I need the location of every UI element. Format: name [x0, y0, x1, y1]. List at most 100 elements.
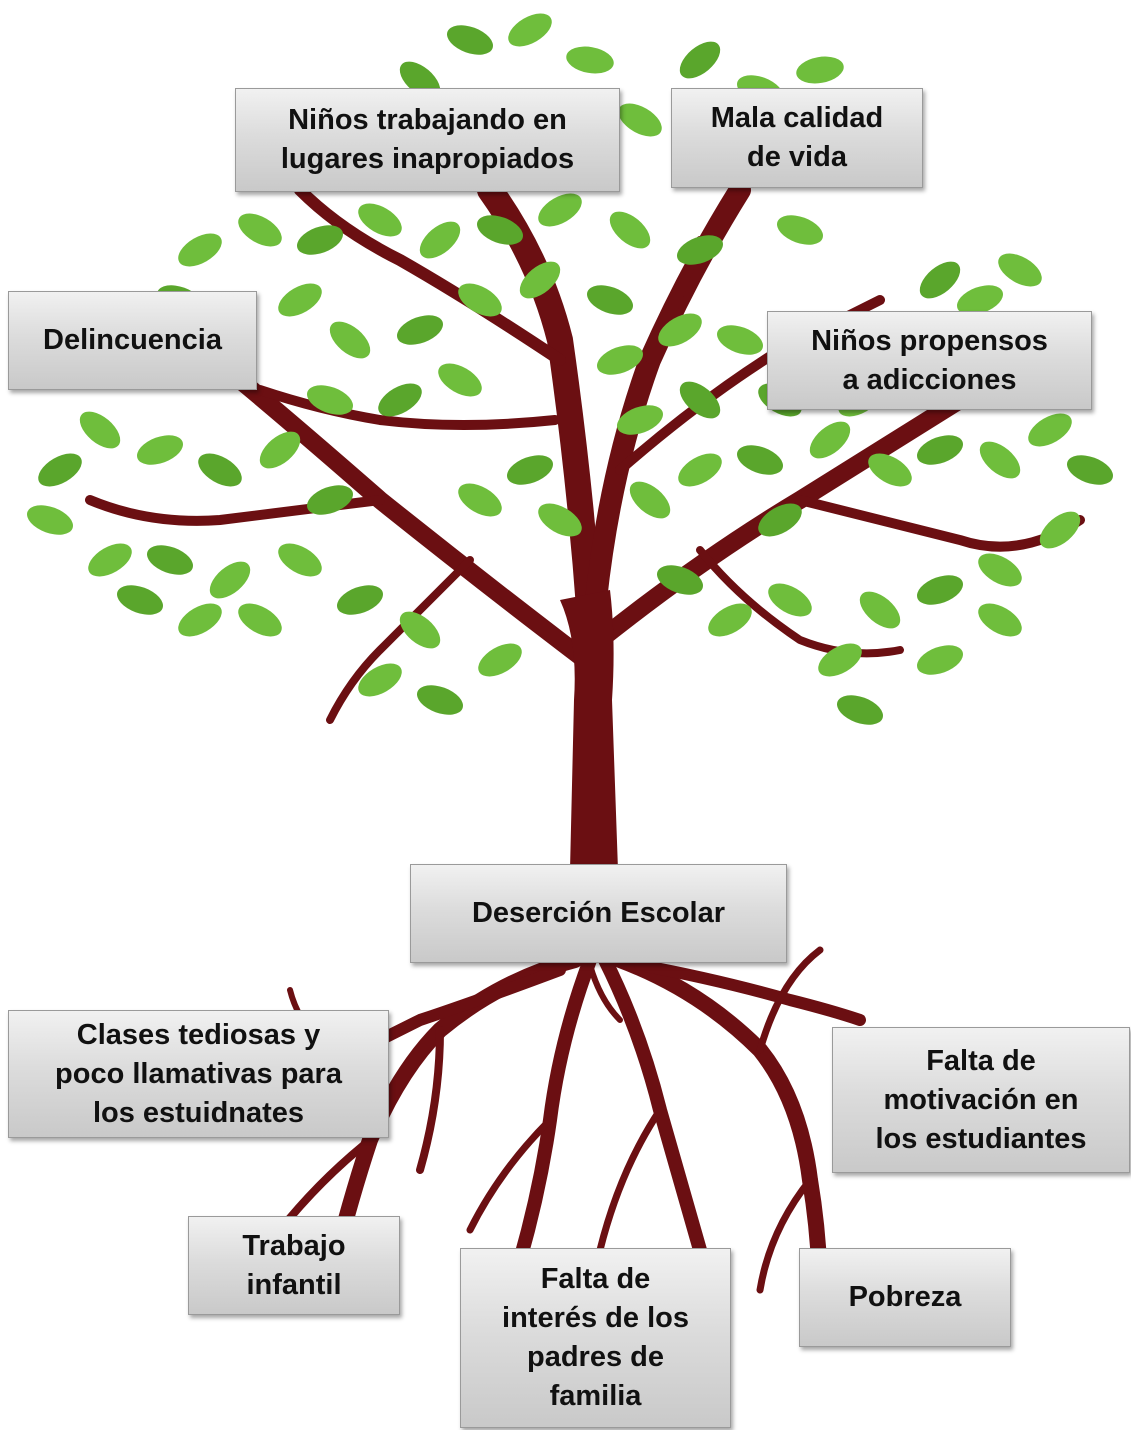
leaf — [147, 545, 193, 575]
leaf — [796, 56, 844, 84]
leaf — [677, 235, 723, 265]
leaf — [538, 503, 582, 537]
leaf — [458, 483, 502, 517]
root-4 — [612, 952, 828, 1308]
leaf — [329, 321, 371, 359]
leaf — [566, 46, 614, 74]
leaf — [259, 431, 301, 469]
leaf — [458, 283, 502, 317]
leaf — [198, 453, 242, 487]
branch-9 — [795, 495, 1085, 552]
leaf — [737, 445, 783, 475]
leaf — [137, 435, 183, 465]
leaf — [979, 441, 1021, 479]
leaf — [238, 603, 282, 637]
leaf — [358, 663, 402, 697]
leaf — [618, 103, 662, 137]
leaf — [447, 25, 493, 55]
effect-child-labor-places: Niños trabajando en lugares inapropiados — [235, 88, 620, 192]
root-11 — [756, 1176, 814, 1294]
leaf — [278, 543, 322, 577]
leaf — [278, 283, 322, 317]
cause-boring-classes: Clases tediosas y poco llamativas para l… — [8, 1010, 389, 1138]
leaf — [38, 453, 82, 487]
tree-roots — [276, 946, 866, 1308]
branch-6 — [255, 385, 560, 430]
leaf — [818, 643, 862, 677]
leaf — [399, 611, 441, 649]
leaf — [417, 685, 463, 715]
leaf — [919, 261, 961, 299]
leaf — [337, 585, 383, 615]
leaf — [508, 13, 552, 47]
leaf — [178, 603, 222, 637]
leaf — [717, 325, 763, 355]
leaf — [998, 253, 1042, 287]
root-12 — [466, 1116, 554, 1234]
leaf — [307, 485, 353, 515]
leaf — [297, 225, 343, 255]
leaf — [1067, 455, 1113, 485]
leaf — [957, 285, 1003, 315]
leaf — [708, 603, 752, 637]
leaf — [597, 345, 643, 375]
leaf — [768, 583, 812, 617]
root-10 — [756, 946, 824, 1054]
root-2 — [513, 953, 597, 1267]
leaf — [79, 411, 121, 449]
leaf — [478, 643, 522, 677]
tree-trunk — [560, 590, 618, 870]
root-9 — [596, 1106, 664, 1254]
leaf — [307, 385, 353, 415]
leaf — [358, 203, 402, 237]
leaf — [209, 561, 251, 599]
branch-5 — [294, 184, 566, 366]
cause-child-labor: Trabajo infantil — [188, 1216, 400, 1315]
branch-3 — [231, 371, 594, 669]
leaf — [88, 543, 132, 577]
leaf — [917, 645, 963, 675]
leaf — [519, 261, 561, 299]
cause-lack-of-motivation: Falta de motivación en los estudiantes — [832, 1027, 1130, 1173]
leaf — [837, 695, 883, 725]
effect-addiction-prone: Niños propensos a adicciones — [767, 311, 1092, 410]
leaf — [477, 215, 523, 245]
leaf — [238, 213, 282, 247]
leaf — [117, 585, 163, 615]
cause-poverty: Pobreza — [799, 1248, 1011, 1347]
leaf — [1028, 413, 1072, 447]
leaf — [27, 505, 73, 535]
leaf — [917, 435, 963, 465]
leaf — [419, 221, 461, 259]
leaf — [679, 41, 721, 79]
leaf — [629, 481, 671, 519]
leaf — [809, 421, 851, 459]
leaf — [679, 381, 721, 419]
leaf — [658, 313, 702, 347]
leaf — [868, 453, 912, 487]
central-problem-dropout: Deserción Escolar — [410, 864, 787, 963]
leaf — [758, 503, 802, 537]
leaf — [587, 285, 633, 315]
leaf — [1039, 511, 1081, 549]
leaf — [178, 233, 222, 267]
leaf — [538, 193, 582, 227]
leaf — [609, 211, 651, 249]
branch-11 — [326, 556, 474, 724]
root-3 — [598, 953, 707, 1257]
root-8 — [416, 1026, 444, 1174]
leaf — [978, 603, 1022, 637]
effect-delinquency: Delincuencia — [8, 291, 257, 390]
branch-1 — [477, 177, 603, 633]
leaf — [438, 363, 482, 397]
leaf — [657, 565, 703, 595]
leaf — [678, 453, 722, 487]
leaf — [378, 383, 422, 417]
leaf — [617, 405, 663, 435]
cause-parents-disinterest: Falta de interés de los padres de famili… — [460, 1248, 731, 1428]
leaf — [978, 553, 1022, 587]
trunk-shape — [560, 590, 618, 870]
effect-poor-quality-of-life: Mala calidad de vida — [671, 88, 923, 188]
leaf — [397, 315, 443, 345]
